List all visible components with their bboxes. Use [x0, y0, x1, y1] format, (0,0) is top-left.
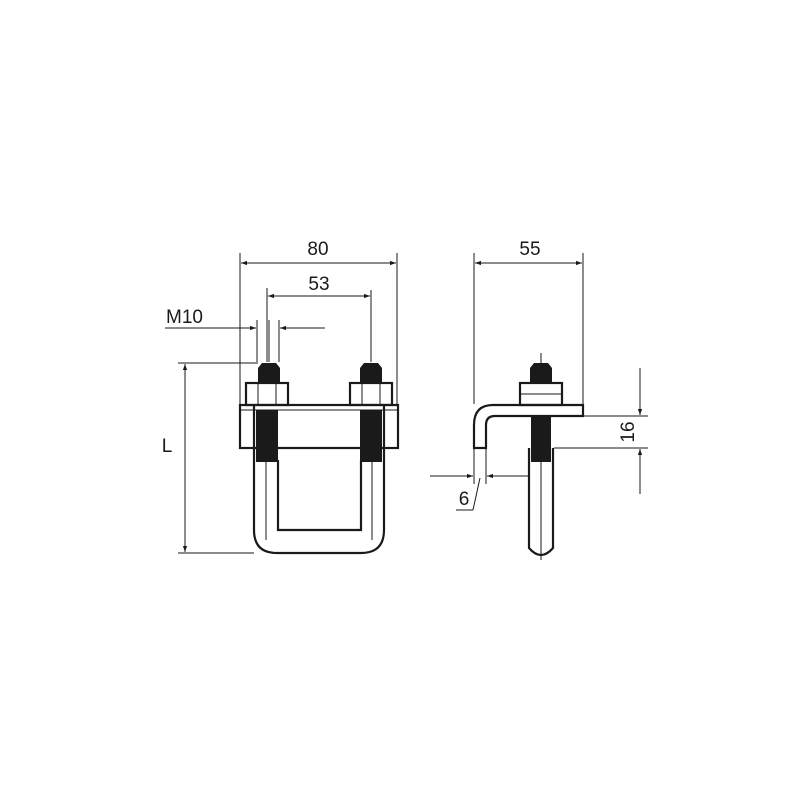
u-bolt-inner [276, 460, 363, 532]
thread-right-upper [360, 363, 382, 383]
dim-label-55: 55 [519, 239, 540, 260]
dim-label-l: L [162, 436, 173, 457]
nut-left [244, 381, 290, 407]
thread-left-lower [256, 410, 278, 462]
dim-label-6: 6 [459, 489, 470, 510]
dim-label-53: 53 [308, 274, 329, 295]
nut-right [348, 381, 394, 407]
thread-right-lower [360, 410, 382, 462]
front-view: 80 53 M10 L [162, 239, 400, 555]
dim-label-m10: M10 [166, 307, 203, 328]
side-thread-lower [531, 416, 551, 462]
side-view: 55 16 6 [430, 239, 648, 560]
side-bracket [472, 403, 585, 450]
leader-6 [472, 477, 481, 511]
dim-label-16: 16 [618, 421, 639, 442]
dim-label-80: 80 [307, 239, 328, 260]
clamp-plate [238, 403, 400, 450]
thread-left-upper [258, 363, 280, 383]
side-thread-upper [530, 363, 552, 383]
u-bolt-outer [252, 405, 386, 555]
